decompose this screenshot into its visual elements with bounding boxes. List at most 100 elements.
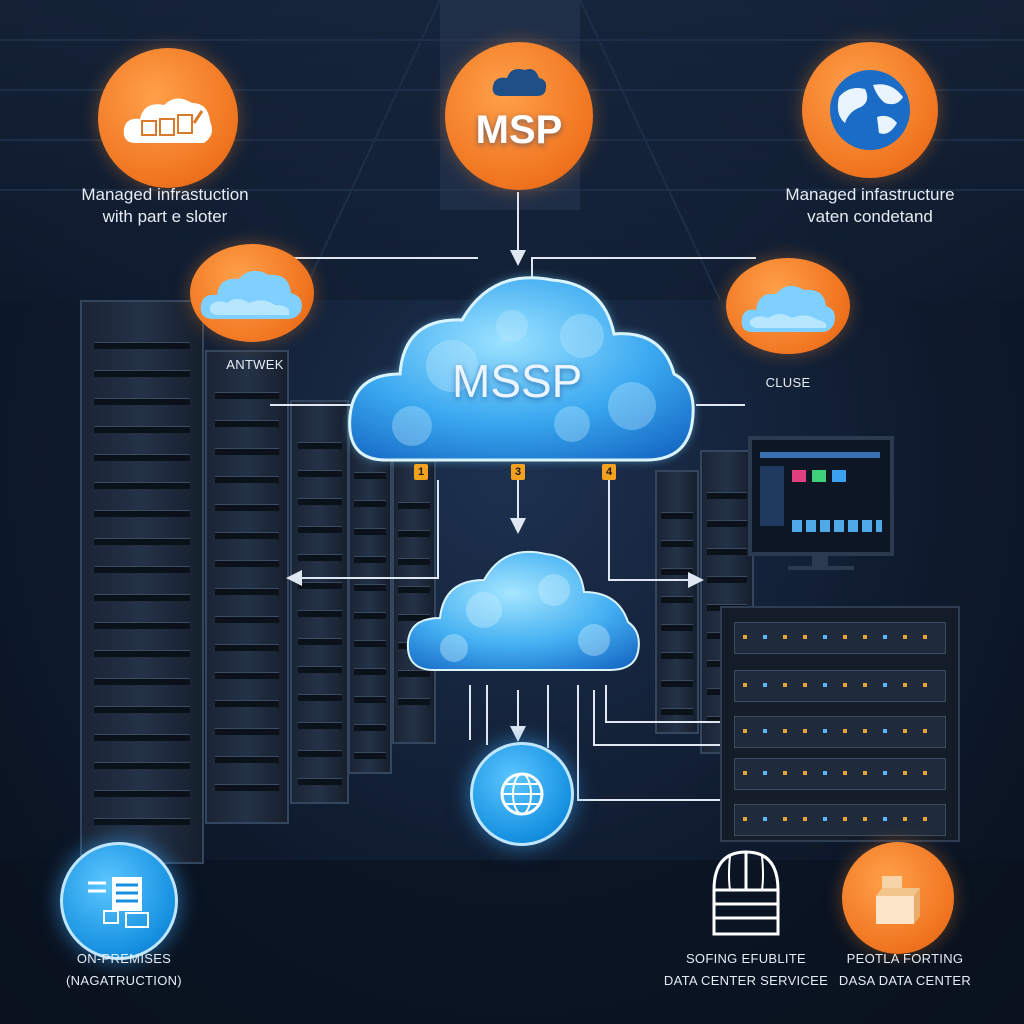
rack-slot	[398, 614, 430, 621]
on-premises-line1: ON-PREMISES	[76, 951, 172, 966]
status-led	[803, 817, 807, 821]
equipment-cabinet	[720, 606, 960, 842]
rack-slot	[297, 470, 342, 477]
cluse-node[interactable]	[726, 258, 850, 354]
rack-slot	[398, 558, 430, 565]
status-led	[863, 635, 867, 639]
rack-slot	[94, 426, 190, 433]
status-led	[883, 817, 887, 821]
rack-slot	[297, 666, 342, 673]
rack-slot	[215, 644, 279, 651]
on-premises-line2: (NAGATRUCTION)	[66, 973, 182, 988]
server-rack-right-1	[655, 470, 699, 734]
rack-slot	[297, 722, 342, 729]
status-led	[763, 683, 767, 687]
data-center-node[interactable]	[842, 842, 954, 954]
status-led	[783, 729, 787, 733]
rack-slot	[215, 504, 279, 511]
rack-slot	[94, 762, 190, 769]
rack-slot	[398, 586, 430, 593]
rack-slot	[215, 392, 279, 399]
rack-slot	[94, 790, 190, 797]
rack-slot	[354, 640, 386, 647]
rack-slot	[215, 588, 279, 595]
server-rack-left-1	[80, 300, 204, 864]
globe-icon	[830, 70, 910, 150]
rack-slot	[398, 502, 430, 509]
rack-slot	[398, 698, 430, 705]
status-led	[763, 817, 767, 821]
status-led	[883, 729, 887, 733]
badge-4: 4	[602, 464, 616, 480]
status-led	[803, 771, 807, 775]
monitor-screen[interactable]	[748, 436, 894, 556]
status-led	[863, 771, 867, 775]
rack-slot	[215, 672, 279, 679]
server-rack-left-2	[205, 350, 289, 824]
top-right-caption-line2: vaten condetand	[807, 207, 933, 226]
mssp-label: MSSP	[452, 355, 583, 407]
rack-slot	[215, 532, 279, 539]
status-led	[903, 771, 907, 775]
rack-slot	[661, 596, 693, 603]
status-led	[843, 729, 847, 733]
rack-slot	[297, 694, 342, 701]
status-led	[823, 635, 827, 639]
antwek-node[interactable]	[190, 244, 314, 342]
status-led	[823, 771, 827, 775]
top-left-caption-line1: Managed infrastuction	[81, 185, 249, 204]
rack-slot	[94, 594, 190, 601]
cabinet-row	[734, 716, 946, 748]
status-led	[843, 817, 847, 821]
rack-slot	[94, 482, 190, 489]
data-center-dome-icon	[712, 850, 780, 936]
rack-slot	[354, 724, 386, 731]
rack-slot	[94, 622, 190, 629]
status-led	[843, 683, 847, 687]
cluse-label: CLUSE	[765, 375, 811, 390]
status-led	[803, 683, 807, 687]
data-center-service-line1: SOFING EFUBLITE	[685, 951, 807, 966]
status-led	[763, 771, 767, 775]
status-led	[803, 729, 807, 733]
status-led	[743, 683, 747, 687]
rack-slot	[94, 678, 190, 685]
status-led	[883, 683, 887, 687]
cabinet-row	[734, 804, 946, 836]
managed-infrastructure-left-node[interactable]	[98, 48, 238, 188]
rack-slot	[215, 784, 279, 791]
cabinet-row	[734, 622, 946, 654]
msp-node[interactable]: MSP	[445, 42, 593, 190]
rack-slot	[661, 624, 693, 631]
data-center-service-line2: DATA CENTER SERVICEE	[663, 973, 829, 988]
status-led	[823, 683, 827, 687]
network-globe-node[interactable]	[470, 742, 574, 846]
rack-slot	[707, 576, 747, 583]
rack-slot	[354, 528, 386, 535]
status-led	[923, 635, 927, 639]
badge-3: 3	[511, 464, 525, 480]
status-led	[763, 635, 767, 639]
status-led	[883, 635, 887, 639]
server-rack-left-3	[290, 400, 349, 804]
status-led	[783, 771, 787, 775]
status-led	[823, 729, 827, 733]
managed-infrastructure-right-node[interactable]	[802, 42, 938, 178]
cloud-icon	[741, 285, 835, 332]
rack-slot	[661, 708, 693, 715]
network-globe-icon	[500, 772, 544, 816]
rack-slot	[354, 472, 386, 479]
rack-slot	[94, 706, 190, 713]
rack-slot	[354, 612, 386, 619]
data-center-line2: DASA DATA CENTER	[838, 973, 972, 988]
on-premises-node[interactable]	[60, 842, 178, 960]
rack-slot	[297, 610, 342, 617]
status-led	[743, 817, 747, 821]
secondary-cloud[interactable]	[404, 540, 644, 680]
server-rack-left-4	[348, 430, 392, 774]
mssp-cloud[interactable]	[342, 256, 702, 476]
rack-slot	[215, 476, 279, 483]
status-led	[903, 729, 907, 733]
rack-slot	[661, 568, 693, 575]
top-left-caption-line2: with part e sloter	[102, 207, 228, 226]
